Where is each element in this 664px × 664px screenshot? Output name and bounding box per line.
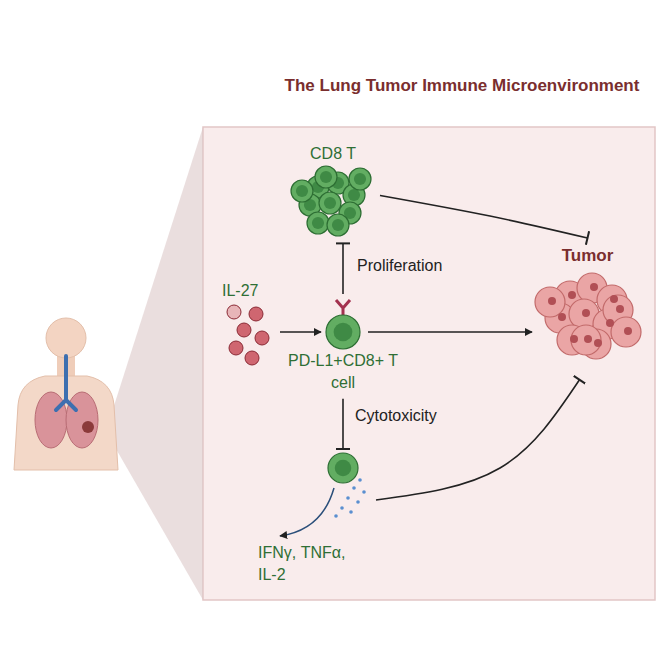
node-label: IFNγ, TNFα, IL-2 — [250, 542, 358, 587]
secreted-cytokine — [358, 478, 362, 482]
cell — [349, 168, 371, 190]
cell-nucleus — [334, 323, 353, 342]
edge-label: Cytotoxicity — [353, 407, 439, 425]
cd8-t-cluster-art — [288, 165, 378, 237]
tumor-cell — [571, 325, 601, 355]
cell-nucleus — [312, 217, 324, 229]
cell-nucleus — [335, 460, 352, 477]
cell — [327, 214, 349, 236]
tumor-cell — [535, 287, 565, 317]
connector — [280, 331, 321, 333]
cell-nucleus — [296, 185, 308, 197]
cell — [307, 212, 329, 234]
human-figure — [14, 318, 118, 470]
cytokine-dot — [255, 331, 269, 345]
cytokine-dot — [237, 323, 251, 337]
connector — [376, 380, 580, 500]
secreted-cytokine — [356, 500, 360, 504]
inhibition-connector — [342, 243, 344, 294]
tumor-cluster: Tumor — [530, 244, 645, 372]
cell — [291, 180, 313, 202]
tumor-nucleus — [570, 335, 578, 343]
tumor-nucleus — [616, 305, 624, 313]
cytokine-dot — [245, 351, 259, 365]
cell — [319, 192, 341, 214]
il27-cytokines-art — [222, 302, 278, 366]
head — [46, 318, 86, 358]
cell-nucleus — [320, 171, 332, 183]
pd-l1-receptor — [336, 300, 350, 316]
cell — [315, 166, 337, 188]
lung-tumor-spot — [82, 421, 94, 433]
tumor-nucleus — [624, 327, 632, 335]
cell-nucleus — [324, 197, 336, 209]
tumor-nucleus — [558, 313, 566, 321]
inhibition-connector — [342, 399, 344, 449]
cytokine-dot — [229, 341, 243, 355]
cd8-t-cluster: CD8 T — [288, 143, 378, 237]
secreted-cytokine — [349, 510, 353, 514]
tumor-nucleus — [548, 297, 556, 305]
cell-nucleus — [332, 219, 344, 231]
node-label: Tumor — [530, 244, 645, 268]
tumor-nucleus — [584, 335, 592, 343]
connector — [380, 195, 588, 238]
cell-nucleus — [354, 173, 366, 185]
left-lung — [35, 392, 67, 448]
node-label: CD8 T — [288, 143, 378, 165]
pdl1-cd8-cell: PD-L1+CD8+ T cell — [283, 298, 403, 395]
connector — [368, 331, 532, 333]
secreted-cytokine — [334, 514, 338, 518]
cytokine-dot — [227, 305, 241, 319]
zoom-wedge — [112, 127, 203, 600]
trachea — [56, 356, 76, 410]
node-label: PD-L1+CD8+ T cell — [283, 350, 403, 395]
tumor-nucleus — [590, 283, 598, 291]
cell-nucleus — [348, 189, 360, 201]
node-label: IL-27 — [222, 280, 278, 302]
diagram-title: The Lung Tumor Immune Microenvironment — [262, 76, 662, 96]
tumor-cluster-art — [530, 268, 645, 372]
cell — [326, 315, 360, 349]
tumor-nucleus — [568, 291, 576, 299]
secreting-cell-art — [250, 448, 370, 542]
tumor-nucleus — [606, 319, 614, 327]
tumor-cell — [611, 317, 641, 347]
edge-label: Proliferation — [355, 257, 444, 275]
secreted-cytokine — [362, 490, 366, 494]
secretion-arrow — [280, 488, 334, 536]
cytokine-dot — [249, 307, 263, 321]
secreted-cytokine — [352, 486, 356, 490]
right-lung — [66, 392, 98, 448]
pdl1-cd8-cell-art — [283, 298, 403, 350]
tumor-nucleus — [594, 339, 602, 347]
microenvironment-panel — [203, 127, 655, 600]
tumor-nucleus — [610, 295, 618, 303]
tumor-nucleus — [582, 309, 590, 317]
secreted-cytokine — [346, 496, 350, 500]
cell — [328, 453, 358, 483]
il27-cytokines: IL-27 — [222, 280, 278, 366]
secreted-cytokine — [340, 506, 344, 510]
secreting-cell: IFNγ, TNFα, IL-2 — [250, 448, 370, 587]
